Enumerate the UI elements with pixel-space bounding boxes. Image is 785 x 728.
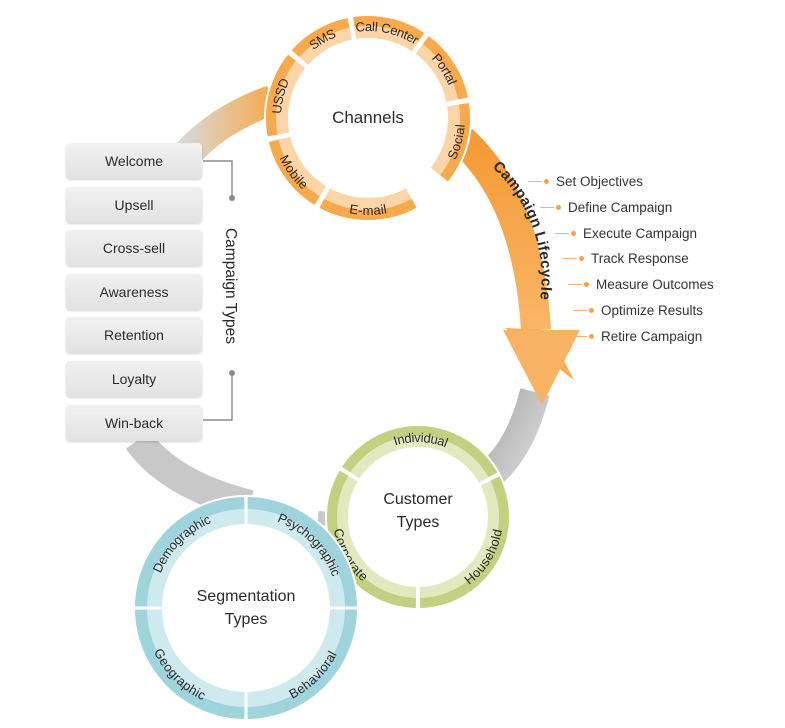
campaign-type-cross-sell-button[interactable]: Cross-sell bbox=[66, 230, 202, 267]
lifecycle-step-define-campaign: Define Campaign bbox=[540, 200, 672, 215]
campaign-type-loyalty-button[interactable]: Loyalty bbox=[66, 361, 202, 397]
segment-social-band bbox=[440, 103, 470, 182]
segment-label-e-mail: E-mail bbox=[349, 201, 388, 218]
segment-call-center-band bbox=[353, 15, 425, 42]
campaign-type-win-back-button[interactable]: Win-back bbox=[66, 404, 202, 441]
customer-types-ring-center bbox=[348, 447, 488, 587]
segment-ussd-band bbox=[266, 54, 296, 137]
arc-campaign-to-segmentation bbox=[125, 430, 254, 520]
customer-types-title-line2: Types bbox=[397, 514, 440, 531]
lifecycle-step-measure-outcomes: Measure Outcomes bbox=[568, 277, 714, 292]
segment-individual-band bbox=[342, 426, 498, 478]
step-connector bbox=[528, 181, 542, 182]
segment-household-band bbox=[419, 476, 509, 608]
campaign-types-bracket bbox=[203, 160, 235, 421]
campaign-type-retention-button[interactable]: Retention bbox=[66, 317, 202, 354]
lifecycle-step-label: Set Objectives bbox=[556, 174, 644, 189]
segment-individual: Individual bbox=[342, 426, 498, 483]
customer-types-title-line1: Customer bbox=[383, 491, 453, 508]
lifecycle-step-retire-campaign: Retire Campaign bbox=[573, 329, 702, 344]
campaign-lifecycle-arrow bbox=[451, 128, 580, 405]
bullet-icon bbox=[589, 308, 594, 313]
lifecycle-step-track-response: Track Response bbox=[563, 251, 689, 266]
lifecycle-step-set-objectives: Set Objectives bbox=[528, 174, 643, 189]
segment-psychographic-shape bbox=[247, 497, 357, 607]
lifecycle-step-label: Retire Campaign bbox=[601, 329, 703, 344]
segment-geographic-band bbox=[135, 609, 245, 719]
segment-psychographic-band bbox=[247, 497, 357, 607]
segment-behavioral-shape bbox=[247, 609, 357, 719]
segment-portal-band bbox=[422, 36, 468, 100]
step-connector bbox=[540, 207, 554, 208]
arc-lifecycle-to-customer bbox=[480, 388, 550, 486]
lifecycle-step-label: Optimize Results bbox=[601, 303, 704, 318]
segment-sms-band bbox=[291, 18, 350, 57]
lifecycle-step-execute-campaign: Execute Campaign bbox=[555, 226, 697, 241]
step-connector bbox=[573, 336, 587, 337]
segment-label-individual: Individual bbox=[392, 429, 451, 449]
segment-behavioral-band bbox=[247, 609, 357, 719]
segment-demographic-band bbox=[135, 497, 245, 607]
campaign-type-welcome-button[interactable]: Welcome bbox=[66, 143, 202, 179]
segment-geographic-shape bbox=[135, 609, 245, 719]
segment-e-mail: E-mail bbox=[319, 188, 417, 220]
lifecycle-step-label: Track Response bbox=[591, 251, 689, 266]
bullet-icon bbox=[571, 231, 576, 236]
bullet-icon bbox=[544, 179, 549, 184]
step-connector bbox=[568, 284, 582, 285]
segment-mobile-band bbox=[268, 139, 320, 205]
bullet-icon bbox=[589, 334, 594, 339]
segmentation-types-ring-center bbox=[162, 524, 330, 692]
bullet-icon bbox=[584, 282, 589, 287]
step-connector bbox=[563, 258, 577, 259]
campaign-types-title: Campaign Types bbox=[222, 228, 239, 344]
segmentation-types-title-line1: Segmentation bbox=[197, 588, 296, 605]
bullet-icon bbox=[556, 205, 561, 210]
lifecycle-step-label: Execute Campaign bbox=[583, 226, 698, 241]
bullet-icon bbox=[579, 256, 584, 261]
channels-title: Channels bbox=[332, 108, 404, 127]
lifecycle-step-optimize-results: Optimize Results bbox=[573, 303, 703, 318]
channels-ring-center bbox=[288, 38, 448, 198]
step-connector bbox=[573, 310, 587, 311]
segment-social: Social bbox=[430, 103, 470, 182]
segment-e-mail-band bbox=[319, 198, 417, 220]
lifecycle-step-label: Define Campaign bbox=[568, 200, 673, 215]
segmentation-types-title-line2: Types bbox=[225, 611, 268, 628]
lifecycle-arrowhead-tip bbox=[503, 330, 580, 405]
lifecycle-arrow-body bbox=[451, 128, 551, 331]
campaign-type-awareness-button[interactable]: Awareness bbox=[66, 273, 202, 310]
lifecycle-step-label: Measure Outcomes bbox=[596, 277, 714, 292]
campaign-type-upsell-button[interactable]: Upsell bbox=[66, 186, 202, 223]
segment-demographic-shape bbox=[135, 497, 245, 607]
step-connector bbox=[555, 233, 569, 234]
segment-mobile: Mobile bbox=[268, 136, 327, 205]
segment-ussd: USSD bbox=[266, 54, 306, 137]
